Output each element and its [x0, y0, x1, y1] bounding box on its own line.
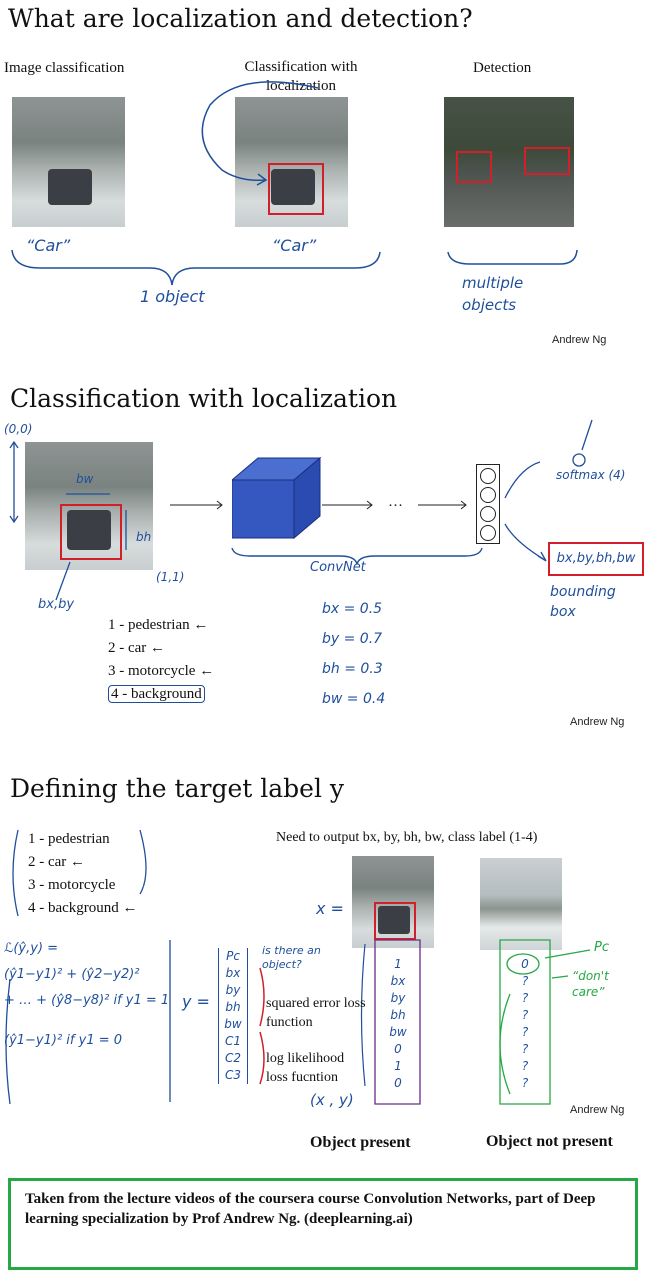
slide-classification-localization: Classification with localization (0,0) b… — [0, 372, 649, 744]
object-not-present-image — [480, 858, 562, 950]
class-item: 4 - background — [108, 683, 214, 706]
convnet-label: ConvNet — [310, 560, 366, 575]
corner-label: (1,1) — [156, 570, 185, 584]
slide-localization-detection: What are localization and detection? Ima… — [0, 0, 649, 352]
note-car-1: “Car” — [26, 236, 71, 255]
note-car-2: “Car” — [272, 236, 317, 255]
y-vector: Pc bx by bh bw C1 C2 C3 — [218, 948, 248, 1084]
loss-line: (ŷ1−y1)² + (ŷ2−y2)² — [4, 967, 140, 982]
loss-line: (ŷ1−y1)² if y1 = 0 — [4, 1033, 123, 1048]
detection-box-2 — [524, 147, 570, 175]
loss-line: ℒ(ŷ,y) = — [4, 941, 59, 956]
present-vector: 1 bx by bh bw 0 1 0 — [389, 957, 407, 1090]
log-likelihood-label: log likelihood loss fucntion — [266, 1051, 345, 1085]
bbox-output: bx,by,bh,bw — [548, 542, 644, 576]
car-input-image — [25, 442, 153, 570]
class-item: 2 - car ← — [28, 854, 86, 870]
note-one-object: 1 object — [140, 287, 205, 306]
class-item: 3 - motorcycle ← — [108, 663, 215, 679]
label-detection: Detection — [473, 60, 532, 76]
softmax-label: softmax (4) — [556, 468, 626, 482]
class-item: 3 - motorcycle — [28, 877, 116, 893]
not-present-vector: 0 ? ? ? ? ? ? ? — [521, 957, 529, 1090]
slide3-title: Defining the target label y — [10, 774, 345, 803]
y-equals: y = — [182, 992, 210, 1011]
present-bbox — [374, 902, 416, 940]
is-there-object-note: is there an object? — [262, 944, 321, 971]
loss-line: + … + (ŷ8−y8)² if y1 = 1 — [4, 993, 170, 1008]
bbox-label: bounding box — [550, 584, 616, 620]
slide3-annotations — [5, 829, 591, 1105]
value-item: bw = 0.4 — [322, 691, 386, 707]
class-item: 1 - pedestrian — [28, 831, 110, 847]
slide2-title: Classification with localization — [10, 384, 398, 413]
loss-function: ℒ(ŷ,y) = (ŷ1−y1)² + (ŷ2−y2)² + … + (ŷ8−y… — [4, 936, 169, 1054]
car-bounding-box — [60, 504, 122, 560]
object-not-present-label: Object not present — [486, 1133, 613, 1150]
car-image-classification — [12, 97, 125, 227]
slide3-author: Andrew Ng — [570, 1104, 625, 1116]
bxby-label: bx,by — [38, 597, 75, 612]
note-multiple-objects: multiple objects — [462, 274, 524, 314]
xy-pair: (x , y) — [310, 1091, 354, 1109]
origin-label: (0,0) — [4, 422, 33, 436]
slide1-author: Andrew Ng — [552, 334, 607, 346]
detection-box-1 — [456, 151, 492, 183]
detection-image — [444, 97, 574, 227]
bh-label: bh — [136, 530, 152, 544]
attribution-box: Taken from the lecture videos of the cou… — [8, 1178, 638, 1270]
slide2-value-list: bx = 0.5 by = 0.7 bh = 0.3 bw = 0.4 — [322, 594, 385, 714]
bw-label: bw — [76, 472, 94, 486]
value-item: bx = 0.5 — [322, 601, 383, 617]
slide1-annotations — [11, 81, 578, 286]
value-item: by = 0.7 — [322, 631, 383, 647]
class-item: 4 - background ← — [28, 900, 138, 916]
object-present-label: Object present — [310, 1134, 411, 1151]
slide2-class-list: 1 - pedestrian ← 2 - car ← 3 - motorcycl… — [108, 614, 214, 706]
svg-text:···: ··· — [388, 498, 403, 514]
squared-error-label: squared error loss function — [266, 996, 366, 1030]
slide1-title: What are localization and detection? — [8, 4, 473, 33]
slide2-annotations: ··· — [9, 419, 593, 601]
class-item: 2 - car ← — [108, 640, 166, 656]
class-item: 1 - pedestrian ← — [108, 617, 209, 633]
object-present-image — [352, 856, 434, 948]
slide2-author: Andrew Ng — [570, 716, 625, 728]
need-output-text: Need to output bx, by, bh, bw, class lab… — [276, 830, 538, 845]
pc-note: Pc — [594, 940, 609, 955]
x-equals: x = — [316, 899, 344, 918]
output-neurons — [476, 464, 500, 544]
car-image-localization — [235, 97, 348, 227]
slide3-class-list: 1 - pedestrian 2 - car ← 3 - motorcycle … — [28, 828, 138, 920]
label-image-classification: Image classification — [4, 60, 125, 76]
value-item: bh = 0.3 — [322, 661, 383, 677]
convnet-cube — [232, 456, 322, 540]
localization-box — [268, 163, 324, 215]
slide-target-label: Defining the target label y 1 - pedestri… — [0, 764, 649, 1162]
attribution-text: Taken from the lecture videos of the cou… — [25, 1191, 596, 1227]
dont-care-note: “don't care” — [572, 969, 609, 999]
